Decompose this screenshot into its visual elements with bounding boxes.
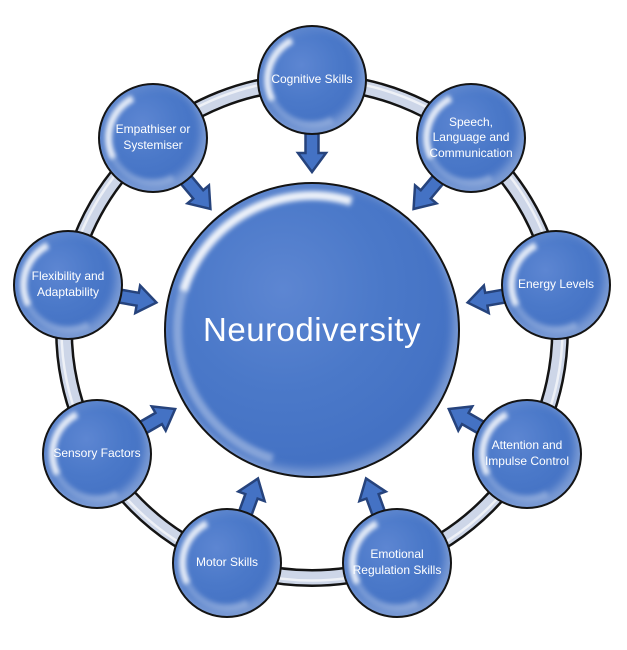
satellite-label: Speech, Language and Communication [429, 114, 513, 160]
satellite-emotional-regulation-skills: Emotional Regulation Skills [342, 508, 452, 618]
satellite-label: Sensory Factors [53, 446, 141, 461]
satellite-empathiser-systemiser: Empathiser or Systemiser [98, 83, 208, 193]
satellite-motor-skills: Motor Skills [172, 508, 282, 618]
satellite-speech-language-communication: Speech, Language and Communication [416, 83, 526, 193]
satellite-flexibility-adaptability: Flexibility and Adaptability [13, 230, 123, 340]
satellite-label: Flexibility and Adaptability [31, 269, 105, 299]
satellite-attention-impulse-control: Attention and Impulse Control [472, 399, 582, 509]
satellite-label: Energy Levels [517, 277, 595, 292]
satellite-cognitive-skills: Cognitive Skills [257, 25, 367, 135]
satellite-energy-levels: Energy Levels [501, 230, 611, 340]
satellite-label: Attention and Impulse Control [484, 438, 570, 468]
satellite-sensory-factors: Sensory Factors [42, 399, 152, 509]
center-title: Neurodiversity [203, 311, 421, 348]
satellite-label: Emotional Regulation Skills [352, 547, 442, 577]
satellite-label: Cognitive Skills [271, 72, 353, 87]
satellite-label: Motor Skills [195, 555, 258, 570]
center-circle: Neurodiversity [164, 182, 460, 478]
satellite-label: Empathiser or Systemiser [115, 122, 191, 152]
